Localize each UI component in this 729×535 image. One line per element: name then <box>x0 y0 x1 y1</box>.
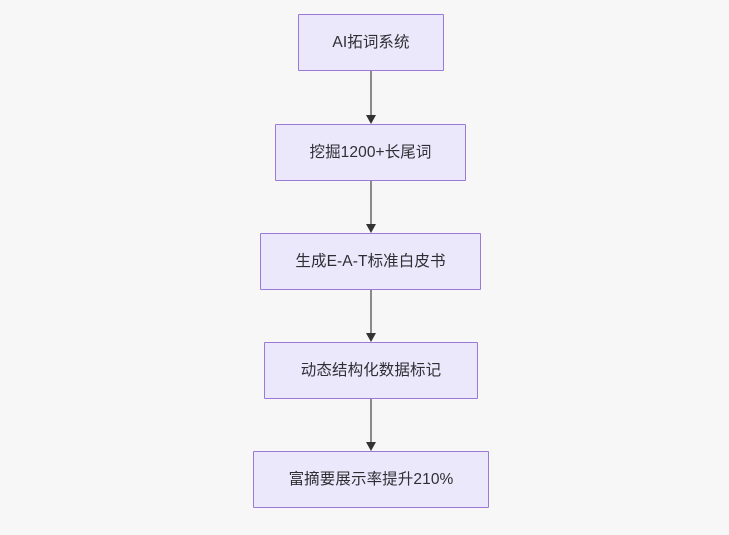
flowchart-edge-arrowhead-3 <box>365 333 376 342</box>
flowchart-edge-line-4 <box>370 399 372 442</box>
flowchart-node-label: 生成E-A-T标准白皮书 <box>295 252 446 270</box>
flowchart-edge-line-1 <box>370 71 372 115</box>
flowchart-node-rich-snippet-impression-lift[interactable]: 富摘要展示率提升210% <box>253 451 489 508</box>
flowchart-node-label: 挖掘1200+长尾词 <box>309 143 432 161</box>
flowchart-edge-line-3 <box>370 290 372 333</box>
flowchart-edge-arrowhead-1 <box>365 115 376 124</box>
flowchart-edge-arrowhead-2 <box>365 224 376 233</box>
flowchart-node-label: AI拓词系统 <box>332 33 410 51</box>
flowchart-node-label: 动态结构化数据标记 <box>300 361 442 379</box>
flowchart-node-label: 富摘要展示率提升210% <box>288 470 454 488</box>
flowchart-node-generate-eat-whitepaper[interactable]: 生成E-A-T标准白皮书 <box>260 233 481 290</box>
flowchart-edge-arrowhead-4 <box>365 442 376 451</box>
flowchart-node-mine-longtail-keywords[interactable]: 挖掘1200+长尾词 <box>275 124 466 181</box>
flowchart-node-dynamic-structured-data-markup[interactable]: 动态结构化数据标记 <box>264 342 478 399</box>
flowchart-edge-line-2 <box>370 181 372 224</box>
flowchart-node-ai-keyword-system[interactable]: AI拓词系统 <box>298 14 444 71</box>
